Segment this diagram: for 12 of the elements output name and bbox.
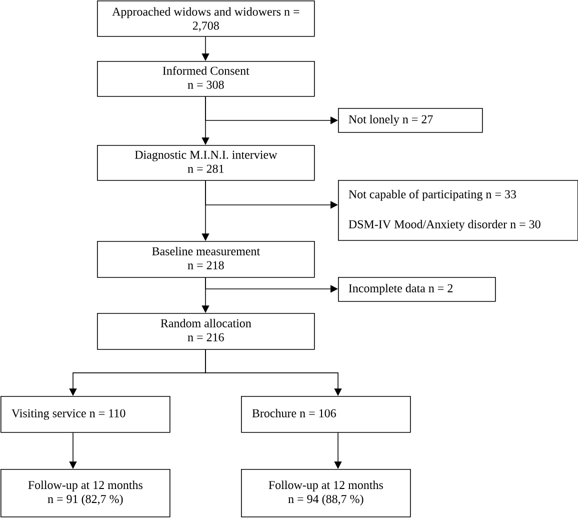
outcome-box: Follow-up at 12 months n = 91 (82,7 %) <box>0 469 170 518</box>
process-box: Baseline measurement n = 218 <box>97 240 315 278</box>
process-box: Random allocation n = 216 <box>97 313 315 350</box>
group-box: Brochure n = 106 <box>241 396 411 433</box>
exclusion-box: Not lonely n = 27 <box>338 108 483 133</box>
process-box: Approached widows and widowers n = 2,708 <box>97 0 315 37</box>
process-box: Diagnostic M.I.N.I. interview n = 281 <box>97 145 315 181</box>
group-box: Visiting service n = 110 <box>0 396 170 433</box>
exclusion-box: Incomplete data n = 2 <box>338 277 496 302</box>
outcome-box: Follow-up at 12 months n = 94 (88,7 %) <box>241 469 411 518</box>
exclusion-box: Not capable of participating n = 33 DSM-IV Mood/Anxiety disorder n = 30 <box>338 180 578 241</box>
process-box: Informed Consent n = 308 <box>97 61 315 97</box>
